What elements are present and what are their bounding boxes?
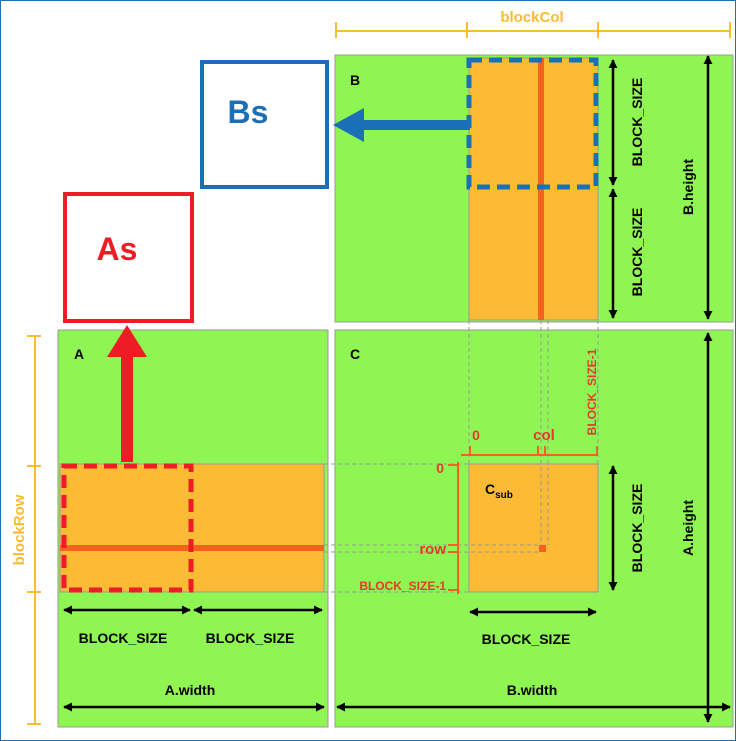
a-block-size-label-1: BLOCK_SIZE xyxy=(79,630,168,646)
a-width-label: A.width xyxy=(165,682,216,698)
block-row-label: blockRow xyxy=(11,494,28,565)
shared-b-label: Bs xyxy=(228,94,269,130)
shared-a-arrow-head xyxy=(107,325,147,357)
c-sub-label: Csub xyxy=(485,481,513,501)
c-block-size-vertical-label: BLOCK_SIZE xyxy=(629,484,645,573)
row-zero-label: 0 xyxy=(436,460,444,476)
shared-a-source-block xyxy=(61,463,194,593)
matrix-a-label: A xyxy=(74,346,84,362)
b-height-label: B.height xyxy=(680,159,696,215)
b-block-size-label-2: BLOCK_SIZE xyxy=(629,208,645,297)
row-block-size-minus-1-label: BLOCK_SIZE-1 xyxy=(359,579,446,593)
block-col-label: blockCol xyxy=(500,9,563,26)
col-index-label: col xyxy=(533,427,555,444)
matrix-c-label: C xyxy=(350,346,360,362)
col-zero-label: 0 xyxy=(472,427,480,443)
guide-lines xyxy=(324,320,599,593)
col-block-size-minus-1-label: BLOCK_SIZE-1 xyxy=(585,348,599,435)
shared-b-box xyxy=(200,60,329,189)
matrix-b-block-column xyxy=(468,57,599,321)
a-block-size-label-2: BLOCK_SIZE xyxy=(206,630,295,646)
b-block-size-label-1: BLOCK_SIZE xyxy=(629,78,645,167)
block-row-bracket xyxy=(27,335,41,725)
c-block-size-label: BLOCK_SIZE xyxy=(482,631,571,647)
b-width-label: B.width xyxy=(507,682,558,698)
matrix-b-label: B xyxy=(350,72,360,88)
c-sub-block xyxy=(468,463,599,593)
shared-b-arrow-head xyxy=(333,108,364,142)
c-sub-element xyxy=(539,545,546,552)
row-index-bracket xyxy=(448,462,459,594)
block-col-bracket xyxy=(335,22,731,38)
a-height-label: A.height xyxy=(680,500,696,556)
col-index-bracket xyxy=(461,446,598,456)
row-index-label: row xyxy=(419,541,446,558)
shared-a-box xyxy=(63,192,194,323)
shared-a-label: As xyxy=(97,231,138,267)
